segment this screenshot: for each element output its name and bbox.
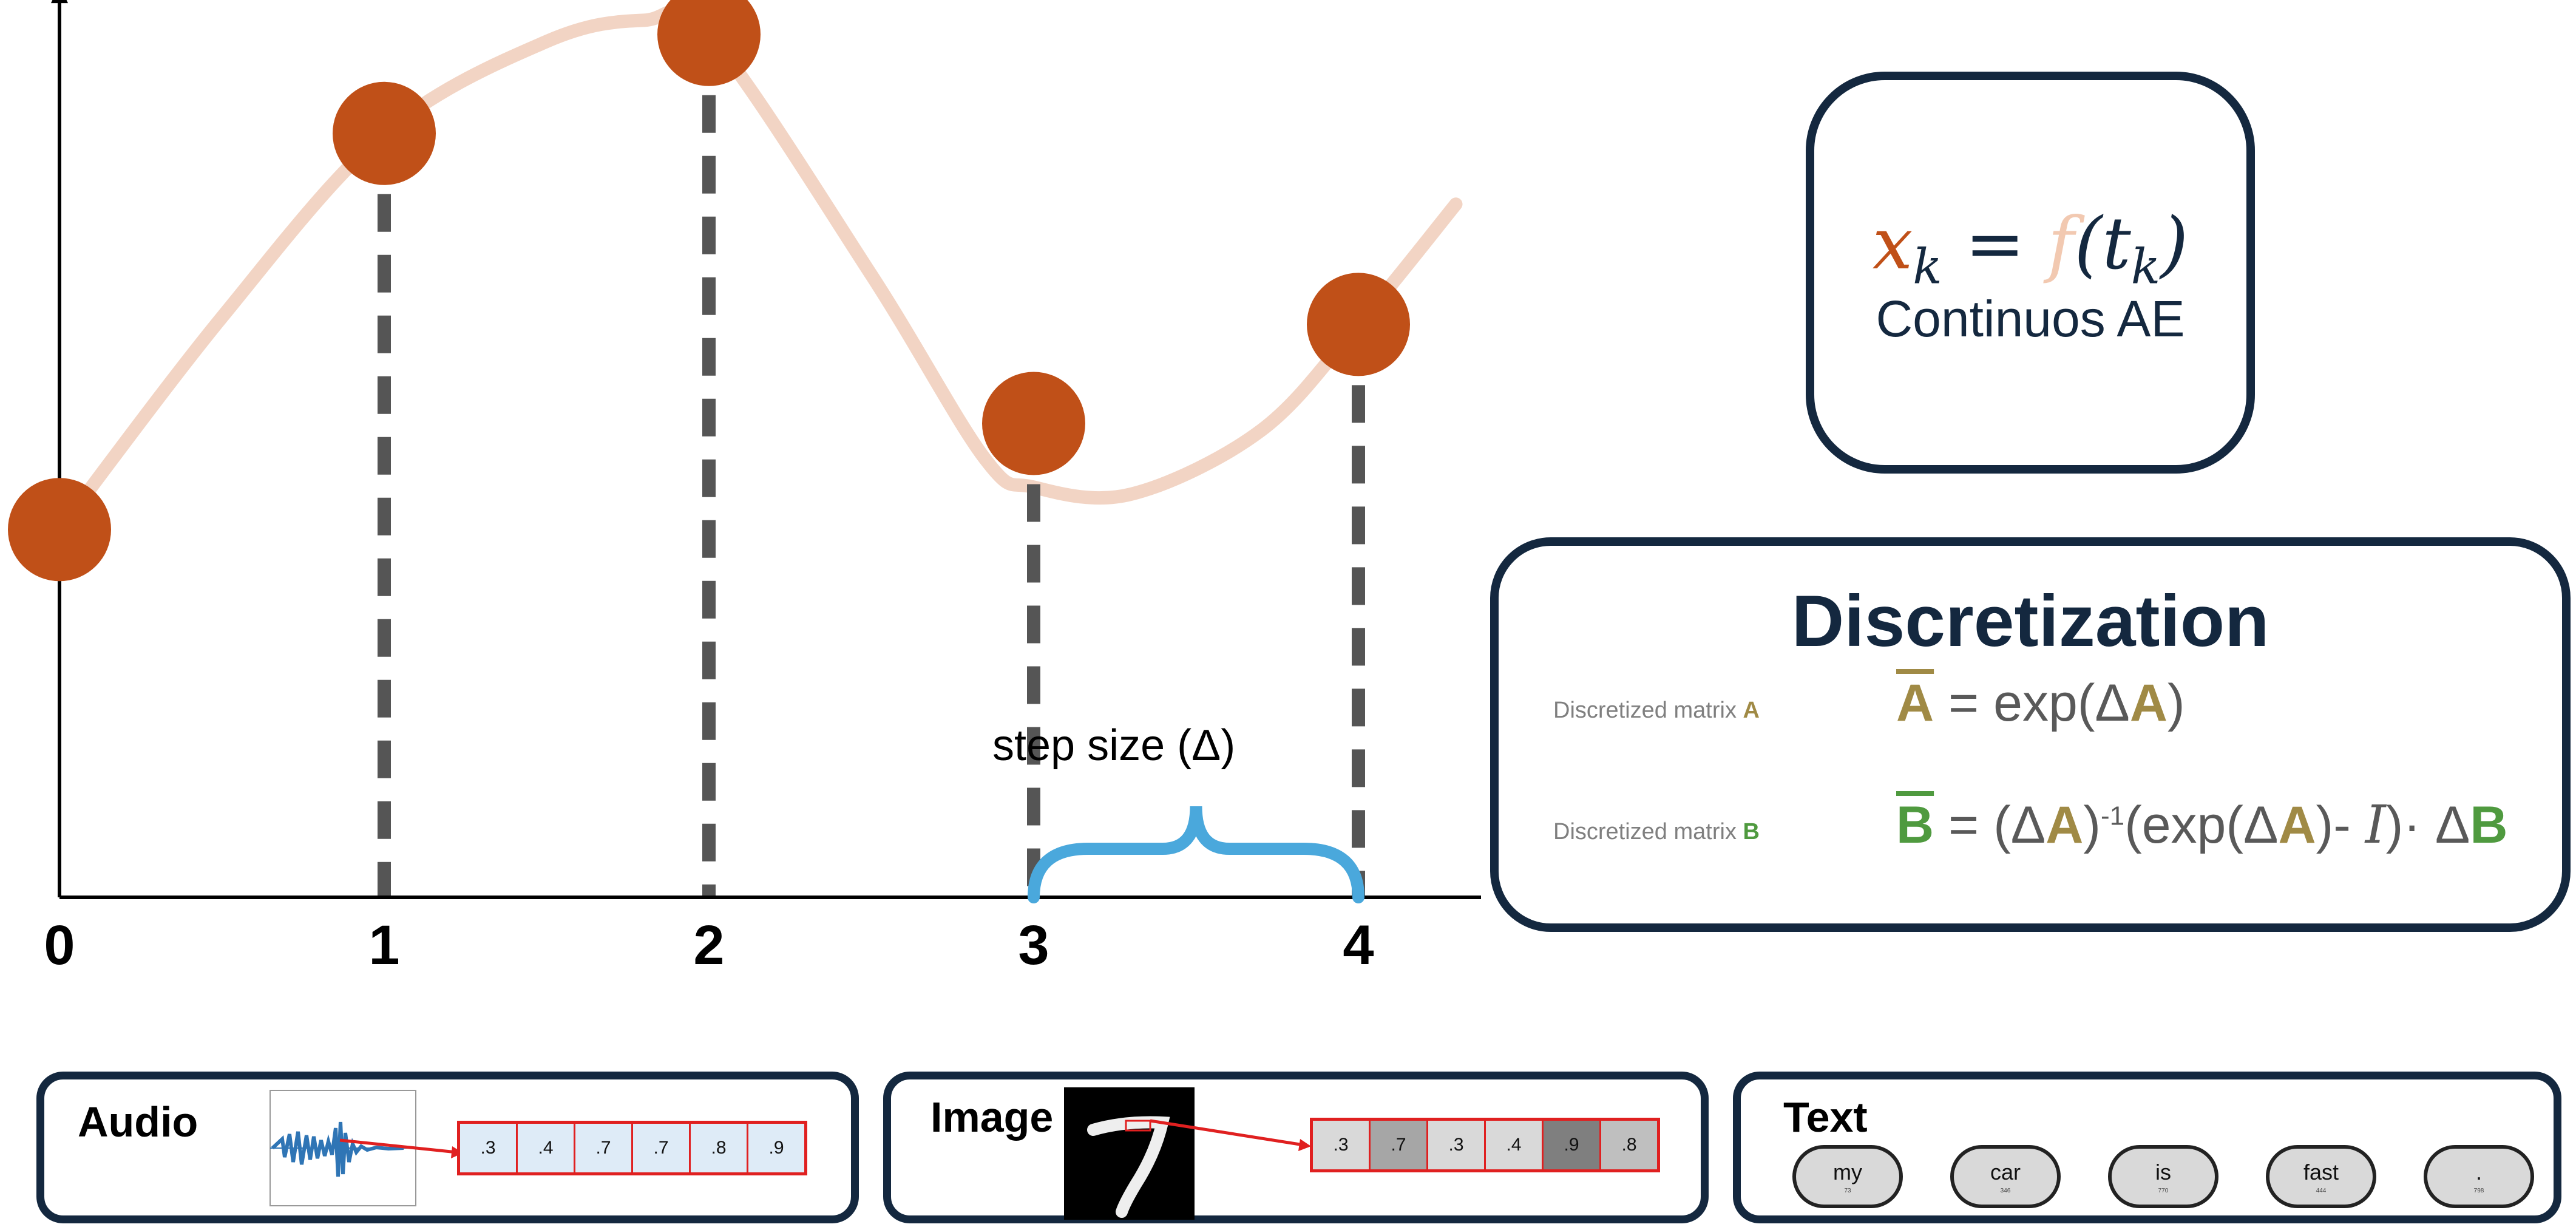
token-id: 444 [2316,1188,2327,1194]
sample-point-4 [1307,273,1410,376]
image-vector: .3.7.3.4.9.8 [1310,1118,1660,1172]
token-pill: car 346 [1950,1145,2061,1208]
token-pill: . 798 [2424,1145,2534,1208]
token-id: 346 [2000,1188,2011,1194]
y-axis-arrow [51,0,68,4]
eq-equals: = [1942,202,2048,285]
formula-b-part2: A [2046,796,2084,854]
x-tick-label: 0 [44,914,75,976]
label-b-text: Discretized matrix [1553,819,1743,845]
step-size-annotation: step size (Δ) [992,721,1236,770]
token-word: fast [2303,1160,2339,1185]
label-matrix-a: Discretized matrix A [1553,698,1760,724]
token-word: is [2155,1160,2171,1185]
formula-b-part7: )· Δ [2385,796,2470,854]
formula-b-part3: ) [2083,796,2101,854]
image-vector-cell: .3 [1313,1121,1371,1169]
token-pill: is 770 [2108,1145,2218,1208]
sample-point-2 [657,0,761,86]
image-vector-cell: .3 [1428,1121,1486,1169]
label-a-text: Discretized matrix [1553,698,1743,723]
step-size-brace [1028,806,1364,903]
label-b-letter: B [1743,819,1760,845]
formula-a: A = exp(ΔA) [1896,673,2185,733]
eq-f: f [2047,202,2075,285]
formula-a-part3: ) [2167,674,2185,732]
audio-vector-cell: .3 [460,1124,518,1172]
x-tick-label: 1 [368,914,399,976]
continuous-equation-box: xk = f(tk) Continuos AE [1806,72,2255,474]
image-vector-cell: .9 [1544,1121,1601,1169]
x-tick-label: 4 [1343,914,1374,976]
image-vector-cell: .4 [1486,1121,1544,1169]
label-matrix-b: Discretized matrix B [1553,819,1760,845]
audio-vector-cell: .8 [691,1124,748,1172]
formula-b-identity: I [2365,795,2386,855]
formula-b: B = (ΔA)-1(exp(ΔA)- I)· ΔB [1896,795,2507,855]
image-arrow [1150,1119,1311,1151]
image-panel: Image .3.7.3.4.9.8 [883,1072,1709,1223]
x-tick-label: 3 [1018,914,1049,976]
formula-a-lhs: A [1896,674,1934,732]
formula-a-part1: = exp(Δ [1934,674,2130,732]
image-vector-cell: .8 [1601,1121,1657,1169]
eq-t: (t [2074,202,2131,285]
formula-b-lhs: B [1896,796,1934,854]
audio-vector-cell: .7 [633,1124,691,1172]
token-id: 770 [2158,1188,2169,1194]
label-a-letter: A [1743,698,1760,723]
sampling-diagram: 0 1 2 3 4 [8,0,1481,976]
token-word: my [1833,1160,1862,1185]
formula-b-part1: = (Δ [1934,796,2046,854]
text-panel: Text my 73 car 346 is 770 fast 444. 798 [1733,1072,2561,1223]
token-word: . [2475,1160,2482,1185]
formula-b-part5: A [2278,796,2316,854]
x-tick-label: 2 [693,914,724,976]
sample-point-1 [333,81,436,185]
discretization-box: Discretization Discretized matrix A A = … [1490,537,2571,932]
sample-point-0 [8,478,111,582]
sample-point-3 [982,372,1085,475]
token-pill: my 73 [1792,1145,1903,1208]
eq-sub-k-2: k [2130,238,2161,295]
image-vector-cell: .7 [1371,1121,1428,1169]
formula-b-part4: (exp(Δ [2124,796,2279,854]
formula-b-part8: B [2470,796,2508,854]
formula-b-part6: )- [2316,796,2365,854]
eq-close: ) [2160,202,2189,285]
audio-vector-cell: .4 [518,1124,575,1172]
audio-panel: Audio .3.4.7.7.8.9 [36,1072,859,1223]
digit-seven-icon [1064,1087,1195,1220]
text-title: Text [1783,1093,1868,1141]
eq-sub-k: k [1913,238,1942,295]
token-id: 73 [1844,1188,1851,1194]
image-title: Image [930,1093,1054,1141]
waveform-icon [269,1090,416,1206]
audio-vector-cell: .7 [575,1124,633,1172]
continuous-equation: xk = f(tk) [1814,202,2246,295]
eq-x: x [1872,202,1913,285]
continuous-label: Continuos AE [1876,290,2185,347]
audio-arrow [339,1138,463,1158]
formula-a-part2: A [2129,674,2168,732]
continuous-curve [53,4,1463,537]
token-word: car [1990,1160,2021,1185]
audio-vector: .3.4.7.7.8.9 [457,1121,807,1175]
formula-b-sup: -1 [2100,801,2125,831]
audio-vector-cell: .9 [748,1124,804,1172]
token-id: 798 [2473,1188,2484,1194]
audio-title: Audio [78,1098,198,1146]
token-pill: fast 444 [2266,1145,2376,1208]
discretization-title: Discretization [1791,580,2269,662]
